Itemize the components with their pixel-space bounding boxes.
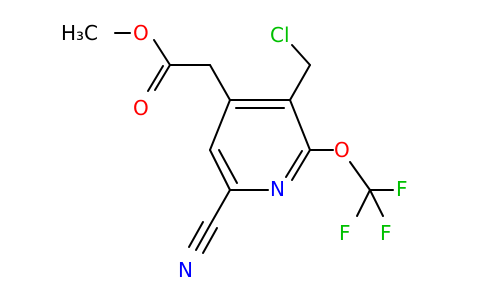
bond-c5-c4 <box>209 99 231 151</box>
fluorine-3-label: F <box>380 221 392 245</box>
fluorine-1-label: F <box>396 177 408 201</box>
methyl-label: H₃C <box>61 21 98 45</box>
bond-layer <box>114 32 394 254</box>
bond-c6-nitrile-c <box>209 189 231 226</box>
ring-nitrogen-label: N <box>270 177 285 201</box>
bond-c6-c5-inner <box>218 149 238 184</box>
bond-c2-n1-inner <box>285 150 303 178</box>
bond-ch2-c4 <box>209 64 231 101</box>
chlorine-label: Cl <box>270 23 290 47</box>
bond-cf3-f3 <box>369 189 384 217</box>
atom-label-layer: H₃C O O Cl N O F F F N <box>61 21 408 282</box>
bond-carbonyl-double-b <box>147 65 164 92</box>
nitrile-nitrogen-label: N <box>178 258 193 282</box>
fluorine-2-label: F <box>339 221 351 245</box>
bond-ester-o-carbonyl <box>153 39 171 66</box>
bond-nitrile-triple-c <box>202 227 218 254</box>
bond-ch2-cl <box>291 44 311 66</box>
bond-c2-n1 <box>291 149 311 181</box>
carbonyl-oxygen-label: O <box>133 96 149 120</box>
ester-oxygen-label: O <box>133 21 149 45</box>
ether-oxygen-label: O <box>334 138 350 162</box>
bond-ether-o-cf3 <box>349 161 371 191</box>
bond-c3-ch2 <box>289 64 311 101</box>
bond-nitrile-triple-b <box>188 221 204 248</box>
bond-nitrile-triple-a <box>195 224 211 251</box>
bond-c3-c2 <box>289 99 311 151</box>
bond-carbonyl-double-a <box>154 64 171 91</box>
bond-cf3-f2 <box>356 189 371 217</box>
bond-c6-c5 <box>209 149 231 191</box>
